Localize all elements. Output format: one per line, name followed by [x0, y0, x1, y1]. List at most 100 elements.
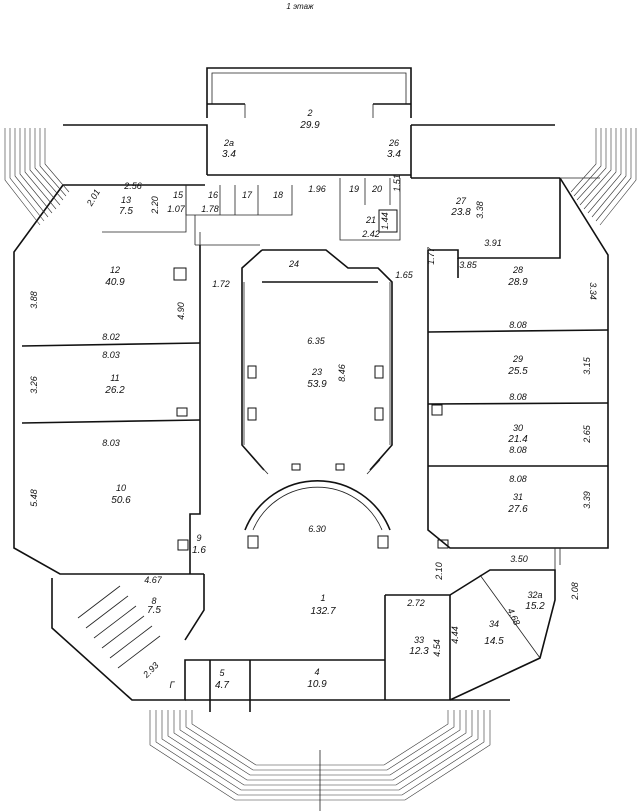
- walls: [13, 67, 609, 712]
- dimension-label: 8.02: [102, 332, 120, 342]
- dimension-label: 4.54: [432, 639, 442, 657]
- room-number: 18: [273, 190, 283, 200]
- room-area: 15.2: [525, 601, 545, 612]
- room-number: 15: [173, 190, 184, 200]
- dimension-label: 4.90: [176, 302, 186, 320]
- dimension-label: 3.38: [475, 201, 485, 219]
- dimension-label: 4.68: [505, 607, 521, 627]
- dimension-label: 2.72: [406, 598, 425, 608]
- room-area: 40.9: [105, 277, 125, 288]
- dimension-label: 2.42: [361, 229, 380, 239]
- room-area: 4.7: [215, 680, 229, 691]
- dimension-label: 1.96: [308, 184, 326, 194]
- dimension-label: 1.77: [426, 246, 436, 265]
- dimension-label: 2.65: [582, 424, 592, 444]
- dimension-label: 3.88: [29, 291, 39, 309]
- room-area: 53.9: [307, 379, 327, 390]
- small-room-labels: 15 16 17 18 19 20 21 24 Г: [170, 184, 382, 690]
- room-number: 19: [349, 184, 359, 194]
- room-number: 5: [219, 668, 225, 678]
- dimension-label: 3.15: [582, 356, 592, 375]
- dimension-label: 3.39: [582, 491, 592, 509]
- room-number: 24: [288, 259, 299, 269]
- dimension-label: 4.44: [450, 626, 460, 644]
- room-number: 9: [196, 533, 201, 543]
- dimension-label: 8.08: [509, 320, 527, 330]
- room-area: 7.5: [147, 605, 161, 616]
- room-labels: 1 132.7 2 29.9 2a 3.4 26 3.4 4 10.9 5 4.…: [104, 108, 545, 691]
- room-area: 50.6: [111, 495, 131, 506]
- dimension-label: 3.50: [510, 554, 528, 564]
- steps-right: [570, 128, 637, 226]
- dimension-label: 2.93: [140, 660, 160, 680]
- room-number: 8: [151, 596, 156, 606]
- room-number: 11: [110, 373, 119, 383]
- dimension-label: 3.34: [588, 282, 598, 300]
- steps-bottom: [149, 710, 491, 811]
- room-area: 7.5: [119, 206, 133, 217]
- room-number: 34: [489, 619, 499, 629]
- dimension-label: 6.30: [308, 524, 326, 534]
- room-number: 17: [242, 190, 253, 200]
- dimension-label: 1.07: [167, 204, 186, 214]
- dimension-label: 8.08: [509, 445, 527, 455]
- dimension-label: 8.03: [102, 350, 120, 360]
- room-area: 21.4: [507, 434, 528, 445]
- room-number: 30: [513, 423, 523, 433]
- room-area: 132.7: [310, 606, 335, 617]
- room-number: 12: [110, 265, 120, 275]
- room-area: 25.5: [507, 366, 528, 377]
- room-number: 10: [116, 483, 126, 493]
- dimension-label: 5.48: [29, 489, 39, 507]
- dimension-label: 1.65: [395, 270, 414, 280]
- dimension-label: 3.85: [459, 260, 478, 270]
- dimension-label: 8.08: [509, 474, 527, 484]
- room-number: Г: [170, 680, 176, 690]
- room-area: 14.5: [484, 636, 504, 647]
- dimension-label: 3.26: [29, 376, 39, 394]
- dimension-label: 2.56: [123, 181, 142, 191]
- room-number: 4: [314, 667, 319, 677]
- room-number: 28: [512, 265, 523, 275]
- room-number: 20: [371, 184, 382, 194]
- room-area: 28.9: [507, 277, 528, 288]
- dimension-label: 2.08: [570, 582, 580, 601]
- dimension-label: 2.01: [84, 187, 102, 208]
- steps-left: [4, 128, 70, 226]
- room-number: 16: [208, 190, 218, 200]
- room-area: 23.8: [450, 207, 471, 218]
- dimension-label: 4.67: [144, 575, 163, 585]
- stair-flight: [77, 585, 161, 669]
- room-number: 13: [121, 195, 131, 205]
- room-number: 31: [513, 492, 523, 502]
- room-number: 33: [414, 635, 424, 645]
- dimension-label: 6.35: [307, 336, 326, 346]
- dimension-label: 1.44: [380, 212, 390, 230]
- dimension-label: 3.91: [484, 238, 502, 248]
- dimension-label: 8.03: [102, 438, 120, 448]
- page-title: 1 этаж: [286, 2, 314, 11]
- room-area: 10.9: [307, 679, 327, 690]
- room-number: 27: [455, 196, 467, 206]
- room-number: 2: [306, 108, 312, 118]
- room-area: 1.6: [192, 545, 206, 556]
- room-number: 32a: [527, 590, 542, 600]
- dimension-label: 1.72: [212, 279, 230, 289]
- dimension-label: 1.78: [201, 204, 219, 214]
- room-area: 29.9: [299, 120, 320, 131]
- dimension-label: 2.10: [434, 562, 444, 581]
- dimension-label: 8.08: [509, 392, 527, 402]
- room-number: 2a: [223, 138, 234, 148]
- room-number: 1: [320, 593, 325, 603]
- dimension-label: 1.51: [392, 174, 402, 192]
- room-number: 23: [311, 367, 322, 377]
- room-number: 21: [365, 215, 376, 225]
- dimension-label: 8.46: [337, 364, 347, 382]
- room-area: 3.4: [387, 149, 401, 160]
- room-area: 12.3: [409, 646, 429, 657]
- room-number: 26: [388, 138, 399, 148]
- room-area: 27.6: [507, 504, 528, 515]
- dimension-label: 2.20: [150, 196, 160, 215]
- room-area: 26.2: [104, 385, 125, 396]
